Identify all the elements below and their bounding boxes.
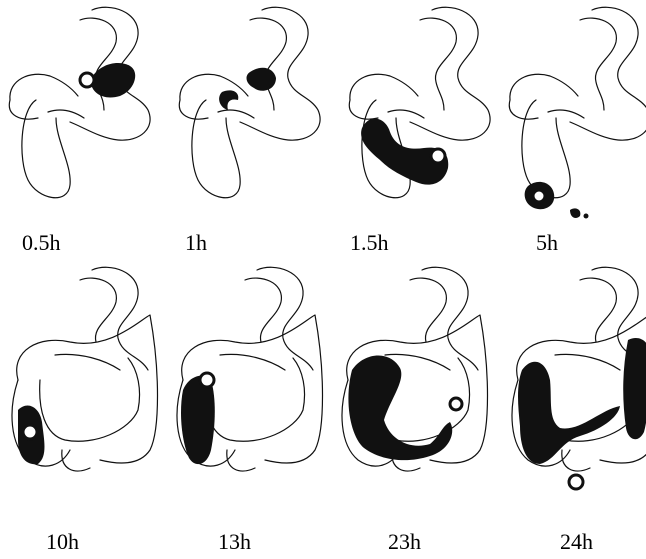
time-label-1-5h: 1.5h [350, 232, 389, 254]
panel-13h [177, 267, 322, 471]
time-label-1h: 1h [185, 232, 207, 254]
time-label-13h: 13h [218, 531, 251, 553]
panel-1h [179, 7, 320, 197]
time-label-0-5h: 0.5h [22, 232, 61, 254]
time-label-24h: 24h [560, 531, 593, 553]
panel-10h [12, 267, 157, 471]
panel-23h [342, 267, 487, 471]
panel-5h [509, 7, 646, 218]
time-label-23h: 23h [388, 531, 421, 553]
panel-1-5h [349, 7, 490, 197]
panel-24h [512, 267, 646, 489]
time-label-5h: 5h [536, 232, 558, 254]
panel-0-5h [9, 7, 150, 197]
time-label-10h: 10h [46, 531, 79, 553]
